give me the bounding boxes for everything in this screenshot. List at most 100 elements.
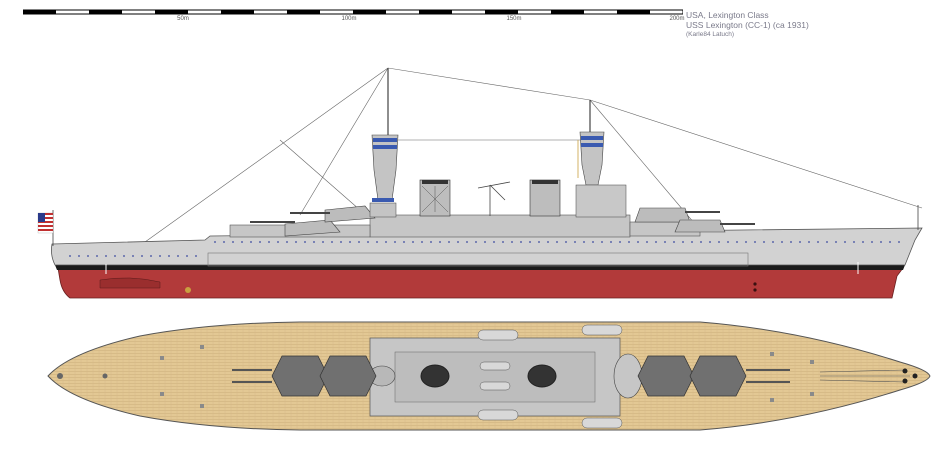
caption: USA, Lexington Class USS Lexington (CC-1… <box>686 10 809 40</box>
porthole <box>385 241 387 243</box>
porthole <box>547 241 549 243</box>
porthole <box>637 241 639 243</box>
porthole <box>177 255 179 257</box>
scale-tick-200: 200m <box>669 16 685 22</box>
porthole <box>502 241 504 243</box>
porthole <box>511 241 513 243</box>
porthole <box>403 241 405 243</box>
porthole <box>655 241 657 243</box>
porthole <box>466 241 468 243</box>
porthole <box>664 241 666 243</box>
plan-turret-a <box>232 355 329 397</box>
porthole <box>898 241 900 243</box>
porthole <box>376 241 378 243</box>
porthole <box>646 241 648 243</box>
porthole <box>286 241 288 243</box>
porthole <box>96 255 98 257</box>
porthole <box>628 241 630 243</box>
porthole <box>880 241 882 243</box>
porthole <box>718 241 720 243</box>
plan-turret-d <box>689 355 790 397</box>
porthole <box>682 241 684 243</box>
plan-funnel-fore <box>420 364 450 388</box>
hull-lower-red <box>57 267 904 299</box>
porthole <box>484 241 486 243</box>
porthole <box>331 241 333 243</box>
porthole <box>835 241 837 243</box>
porthole <box>691 241 693 243</box>
porthole <box>745 241 747 243</box>
plan-boats <box>477 324 623 429</box>
porthole <box>853 241 855 243</box>
porthole <box>150 255 152 257</box>
porthole <box>556 241 558 243</box>
porthole <box>826 241 828 243</box>
porthole <box>673 241 675 243</box>
porthole <box>709 241 711 243</box>
porthole <box>241 241 243 243</box>
porthole <box>763 241 765 243</box>
plan-view <box>47 321 931 431</box>
porthole <box>168 255 170 257</box>
plan-turret-b <box>319 355 377 397</box>
funnel-aft <box>529 179 561 217</box>
deck-fittings <box>160 345 814 408</box>
porthole <box>700 241 702 243</box>
porthole <box>493 241 495 243</box>
porthole <box>268 241 270 243</box>
porthole <box>232 241 234 243</box>
scale-tick-100: 100m <box>341 16 357 22</box>
porthole <box>349 241 351 243</box>
porthole <box>259 241 261 243</box>
porthole <box>421 241 423 243</box>
porthole <box>592 241 594 243</box>
porthole <box>583 241 585 243</box>
porthole <box>313 241 315 243</box>
scale-tick-150: 150m <box>506 16 522 22</box>
porthole <box>727 241 729 243</box>
porthole <box>223 241 225 243</box>
porthole <box>78 255 80 257</box>
porthole <box>114 255 116 257</box>
porthole <box>123 255 125 257</box>
porthole <box>565 241 567 243</box>
porthole <box>367 241 369 243</box>
porthole <box>457 241 459 243</box>
porthole <box>412 241 414 243</box>
porthole <box>340 241 342 243</box>
portholes <box>69 241 900 257</box>
porthole <box>141 255 143 257</box>
side-profile <box>37 67 923 299</box>
scale-tick-50: 50m <box>177 16 189 22</box>
porthole <box>304 241 306 243</box>
porthole <box>754 241 756 243</box>
porthole <box>817 241 819 243</box>
porthole <box>105 255 107 257</box>
porthole <box>862 241 864 243</box>
fore-mast <box>369 68 399 218</box>
porthole <box>295 241 297 243</box>
anchor-chains <box>819 369 910 383</box>
porthole <box>574 241 576 243</box>
porthole <box>277 241 279 243</box>
porthole <box>889 241 891 243</box>
porthole <box>159 255 161 257</box>
porthole <box>250 241 252 243</box>
crane <box>477 181 511 216</box>
turret-d-side <box>674 219 755 233</box>
porthole <box>772 241 774 243</box>
porthole <box>844 241 846 243</box>
plan-funnel-aft <box>527 364 557 388</box>
porthole <box>781 241 783 243</box>
porthole <box>322 241 324 243</box>
us-flag <box>37 210 54 246</box>
plan-turret-c <box>637 355 695 397</box>
porthole <box>214 241 216 243</box>
porthole <box>87 255 89 257</box>
porthole <box>475 241 477 243</box>
caption-credits: (Karle84 Latuch) <box>686 31 735 38</box>
porthole <box>132 255 134 257</box>
porthole <box>69 255 71 257</box>
porthole <box>430 241 432 243</box>
